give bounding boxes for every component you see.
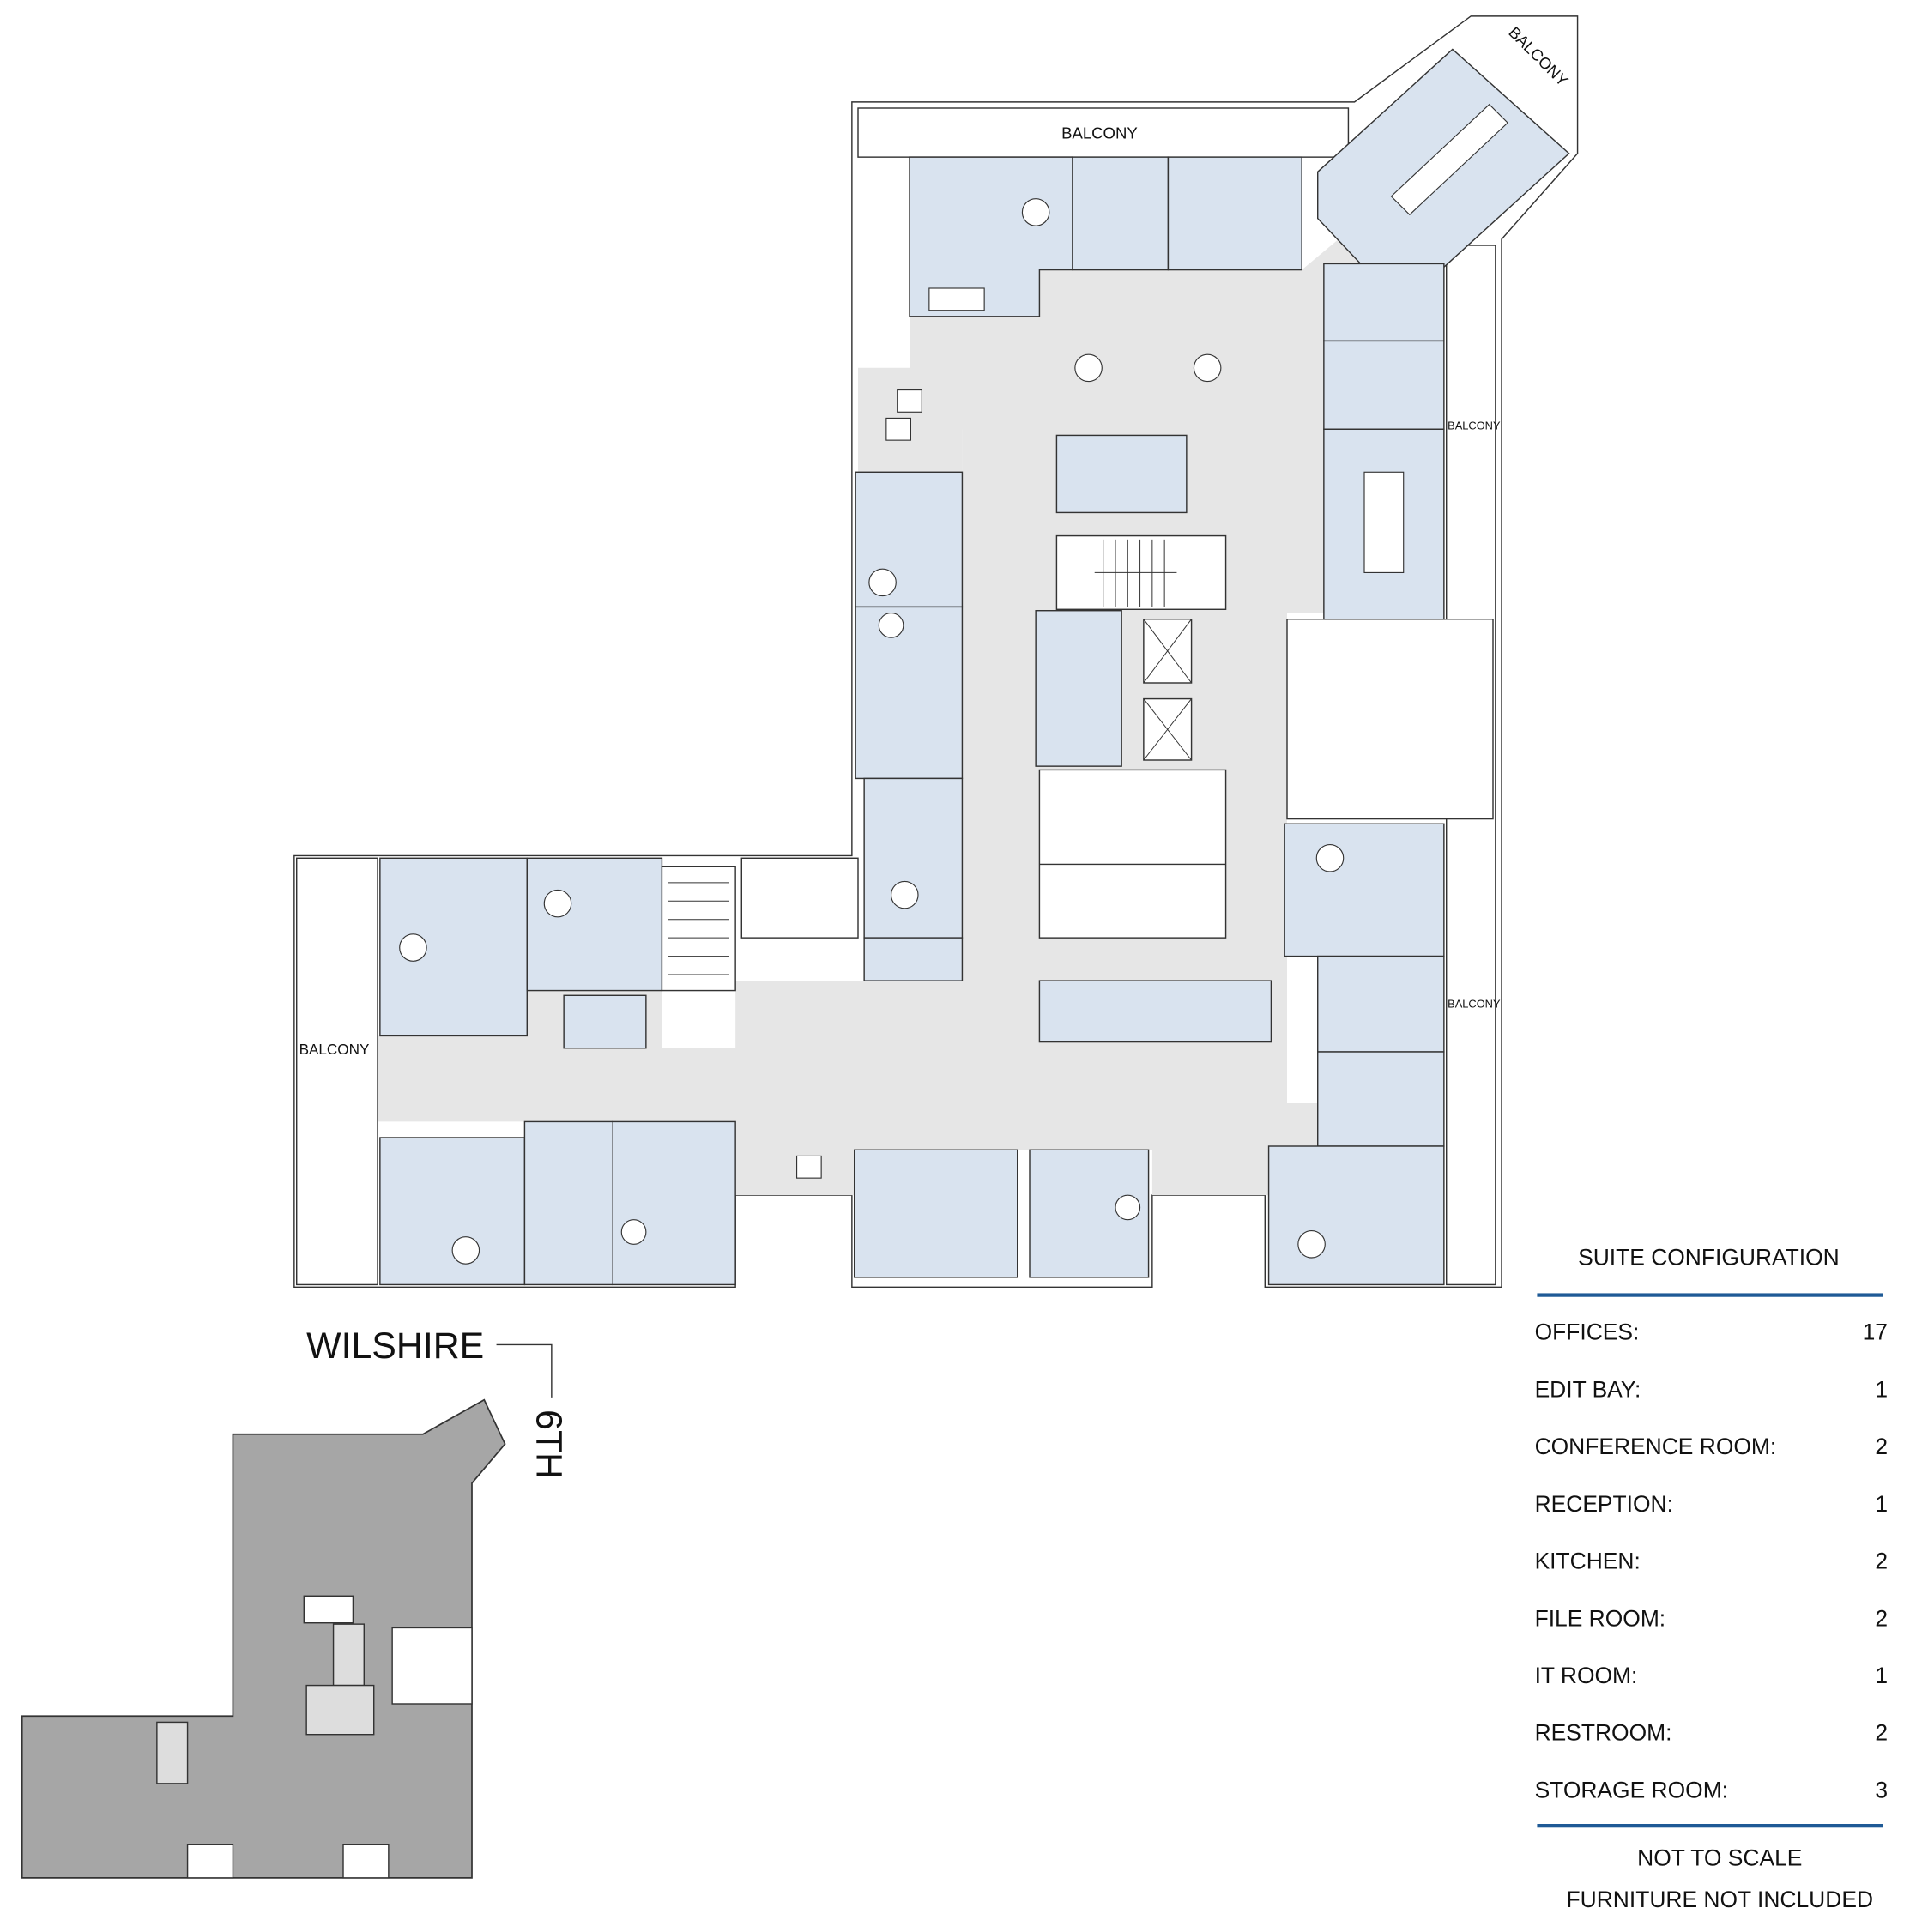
legend-value: 2 (1875, 1434, 1888, 1459)
legend-value: 3 (1875, 1777, 1888, 1802)
legend-row: FILE ROOM: 2 (1535, 1605, 1888, 1631)
office (855, 606, 964, 780)
balcony-label: BALCONY (1448, 419, 1501, 432)
kitchen (1038, 980, 1272, 1043)
legend-label: IT ROOM: (1535, 1663, 1638, 1688)
balcony-label: BALCONY (1061, 124, 1138, 142)
file-room (1035, 610, 1122, 767)
open-to-below (1286, 619, 1494, 820)
stair (661, 866, 736, 992)
office (1284, 823, 1445, 957)
balcony-label: BALCONY (299, 1041, 370, 1058)
edit-bay (523, 1120, 613, 1286)
legend-divider (1537, 1293, 1883, 1297)
legend-title: SUITE CONFIGURATION (1578, 1245, 1840, 1271)
legend-row: OFFICES: 17 (1535, 1319, 1888, 1345)
legend-value: 1 (1875, 1376, 1888, 1402)
legend-label: FILE ROOM: (1535, 1605, 1666, 1631)
legend-value: 1 (1875, 1663, 1888, 1688)
office (1323, 340, 1445, 431)
legend-divider (1537, 1824, 1883, 1828)
legend-label: KITCHEN: (1535, 1549, 1641, 1574)
office (854, 1149, 1018, 1278)
legend-row: IT ROOM: 1 (1535, 1663, 1888, 1688)
legend-label: OFFICES: (1535, 1319, 1640, 1345)
office (612, 1120, 736, 1286)
it-room (1055, 434, 1188, 514)
furniture-note: FURNITURE NOT INCLUDED (1567, 1887, 1873, 1912)
legend-row: EDIT BAY: 1 (1535, 1376, 1888, 1402)
office (863, 777, 964, 939)
legend-value: 2 (1875, 1720, 1888, 1746)
balcony-label: BALCONY (1448, 998, 1501, 1011)
legend-value: 17 (1863, 1319, 1888, 1345)
office (1072, 156, 1170, 271)
legend-row: KITCHEN: 2 (1535, 1549, 1888, 1574)
furniture (399, 103, 1508, 1265)
legend-label: CONFERENCE ROOM: (1535, 1434, 1777, 1459)
legend-value: 2 (1875, 1549, 1888, 1574)
office (1323, 263, 1445, 342)
legend-value: 1 (1875, 1491, 1888, 1517)
balcony-west (296, 857, 378, 1286)
storage-room (863, 937, 964, 981)
legend-label: STORAGE ROOM: (1535, 1777, 1728, 1802)
storage-room (563, 994, 647, 1049)
office (526, 857, 663, 992)
legend-label: EDIT BAY: (1535, 1376, 1641, 1402)
legend-label: RECEPTION: (1535, 1491, 1673, 1517)
street-label-6th: 6TH (529, 1410, 570, 1479)
street-label-wilshire: WILSHIRE (306, 1325, 484, 1367)
legend-row: RECEPTION: 1 (1535, 1491, 1888, 1517)
legend-label: RESTROOM: (1535, 1720, 1672, 1746)
office (379, 1137, 526, 1286)
office (1267, 1145, 1445, 1286)
not-to-scale-note: NOT TO SCALE (1637, 1845, 1802, 1871)
legend-row: RESTROOM: 2 (1535, 1720, 1888, 1746)
office (1317, 1051, 1445, 1147)
legend-value: 2 (1875, 1605, 1888, 1631)
building-core (661, 534, 1227, 992)
restroom (1038, 769, 1227, 939)
legend-row: STORAGE ROOM: 3 (1535, 1777, 1888, 1802)
office (1167, 156, 1302, 271)
legend-row: CONFERENCE ROOM: 2 (1535, 1434, 1888, 1459)
office (1317, 955, 1445, 1053)
key-plan: WILSHIRE 6TH (21, 1325, 570, 1879)
